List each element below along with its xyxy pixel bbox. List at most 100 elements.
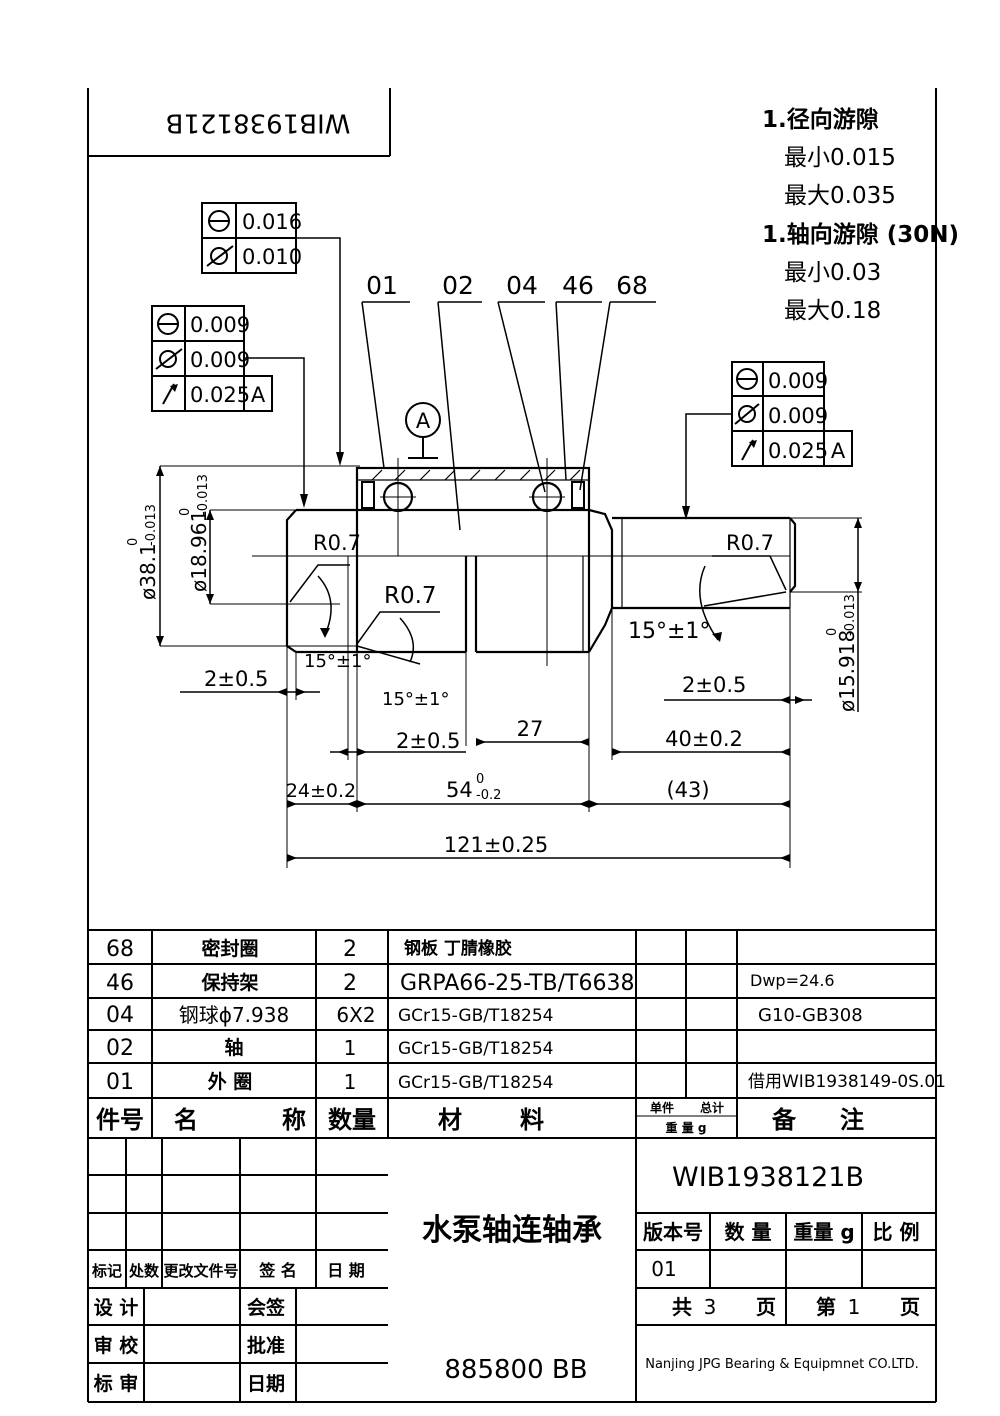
part-code: 885800 BB — [444, 1355, 587, 1385]
note-radial-min: 最小0.015 — [784, 145, 896, 171]
signature-labels: 设 计 会签 审 校 批准 标 审 日期 — [94, 1296, 286, 1395]
cylindricity-icon — [206, 245, 234, 267]
parts-row-02: 02 轴 1 GCr15-GB/T18254 — [106, 1036, 553, 1061]
part-no: 02 — [106, 1036, 134, 1061]
drawing-number: WIB1938121B — [672, 1162, 864, 1193]
parts-table-header: 件号 名 称 数量 材 料 单件 重 量 g 总计 备 注 — [96, 1100, 864, 1135]
sign-standard: 标 审 — [94, 1372, 139, 1395]
runout-icon — [162, 383, 178, 405]
part-name: 密封圈 — [201, 937, 258, 960]
tolerance-frame-left: 0.009 0.009 0.025 A — [151, 305, 308, 508]
part-qty: 2 — [343, 971, 357, 996]
runout-icon — [741, 439, 757, 461]
header-material-b: 料 — [520, 1106, 544, 1134]
balloon-68: 68 — [616, 271, 648, 300]
dim-dia-shaft-right-tol-lower: -0.013 — [843, 594, 858, 636]
dim-54: 54 — [446, 778, 473, 802]
tol-top-row2: 0.010 — [242, 245, 302, 269]
dim-dia-outer-tol-upper: 0 — [126, 538, 141, 546]
total-pages: 3 — [704, 1295, 717, 1319]
balloon-04: 04 — [506, 271, 538, 300]
tol-right-row3: 0.025 — [768, 439, 828, 463]
part-qty: 6X2 — [336, 1003, 375, 1027]
version-label: 版本号 — [643, 1220, 703, 1244]
axial-dimensions: 2±0.5 2±0.5 27 2±0.5 40±0.2 24±0.2 54 0 … — [180, 608, 812, 868]
nth-label: 第 — [816, 1295, 836, 1319]
tol-right-row2: 0.009 — [768, 404, 828, 428]
balloon-46: 46 — [562, 271, 594, 300]
dim-27: 27 — [517, 717, 544, 741]
page-no: 1 — [848, 1295, 861, 1319]
parts-table: 68 密封圈 2 钢板 丁腈橡胶 46 保持架 2 GRPA66-25-TB/T… — [88, 929, 946, 1139]
page-label: 页 — [756, 1295, 776, 1319]
part-material: GCr15-GB/T18254 — [398, 1006, 553, 1026]
note-radial-max: 最大0.035 — [784, 183, 896, 209]
dim-dia-outer-tol-lower: -0.013 — [144, 504, 159, 546]
part-material: GCr15-GB/T18254 — [398, 1039, 553, 1059]
part-qty: 1 — [344, 1036, 357, 1060]
diameter-dimensions: ø38.1 0 -0.013 ø18.961 0 -0.013 ø15.918 … — [126, 466, 862, 712]
drawing-number-rotated: WIB1938121B — [166, 108, 351, 138]
roundness-icon — [157, 313, 179, 335]
note-axial-title: 1.轴向游隙 (30N) — [762, 221, 959, 248]
roundness-icon — [736, 368, 758, 390]
dim-121: 121±0.25 — [444, 833, 548, 857]
sign-date: 日期 — [247, 1373, 285, 1395]
center-lines — [160, 465, 862, 647]
header-part-no: 件号 — [96, 1106, 144, 1134]
drawing-number-box: WIB1938121B — [88, 88, 391, 157]
dim-dia-shaft-left-tol-lower: -0.013 — [196, 474, 211, 516]
dim-dia-shaft-right: ø15.918 — [835, 630, 859, 712]
tolerance-frame-right: 0.009 0.009 0.025 A — [682, 361, 853, 520]
dim-40: 40±0.2 — [665, 727, 743, 751]
rev-label-count: 处数 — [128, 1262, 160, 1280]
sign-review: 审 校 — [94, 1334, 140, 1357]
part-no: 04 — [106, 1003, 134, 1028]
sign-design: 设 计 — [94, 1297, 139, 1319]
dim-43: (43) — [666, 778, 709, 802]
part-balloons: 01 02 04 46 68 — [361, 271, 656, 531]
dim-angle-right: 15°±1° — [628, 619, 710, 644]
part-name: 钢球ϕ7.938 — [179, 1003, 289, 1027]
page-label-2: 页 — [900, 1295, 920, 1319]
balloon-01: 01 — [366, 271, 398, 300]
dim-chamfer-right: 2±0.5 — [682, 673, 746, 697]
cylindricity-icon — [155, 348, 183, 370]
version-value: 01 — [651, 1257, 676, 1281]
header-name-b: 称 — [282, 1106, 306, 1134]
datum-a-symbol: A — [405, 402, 441, 459]
rev-label-doc: 更改文件号 — [163, 1262, 238, 1280]
part-qty: 2 — [343, 937, 357, 962]
note-axial-min: 最小0.03 — [784, 260, 881, 286]
part-remark: Dwp=24.6 — [750, 971, 835, 990]
dim-dia-outer: ø38.1 — [136, 543, 160, 600]
dim-angle-left: 15°±1° — [304, 651, 371, 672]
header-name-a: 名 — [174, 1106, 198, 1134]
header-unit-weight-b: 重 量 g — [666, 1120, 707, 1135]
part-remark: 借用WIB1938149-0S.01 — [748, 1072, 946, 1092]
tol-left-row1: 0.009 — [190, 313, 250, 337]
parts-row-04: 04 钢球ϕ7.938 6X2 GCr15-GB/T18254 G10-GB30… — [106, 1003, 863, 1028]
qty-label: 数 量 — [725, 1220, 772, 1244]
note-radial-title: 1.径向游隙 — [762, 106, 879, 133]
dim-dia-shaft-right-tol-upper: 0 — [825, 628, 840, 636]
tol-left-datum: A — [251, 383, 266, 407]
dim-r-mid: R0.7 — [384, 583, 437, 609]
dim-54-tol-lower: -0.2 — [476, 788, 501, 803]
dim-chamfer-left: 2±0.5 — [204, 667, 268, 691]
part-no: 68 — [106, 937, 134, 962]
dim-r-left: R0.7 — [313, 531, 361, 555]
scale-label: 比 例 — [873, 1220, 920, 1244]
rev-label-mark: 标记 — [91, 1262, 122, 1280]
bearing-section — [355, 458, 591, 666]
page-frame — [87, 88, 937, 1402]
part-title: 水泵轴连轴承 — [422, 1213, 602, 1248]
part-material: 钢板 丁腈橡胶 — [404, 938, 512, 959]
datum-a-label: A — [416, 409, 431, 433]
part-no: 01 — [106, 1070, 134, 1095]
part-name: 轴 — [224, 1036, 243, 1059]
part-name: 外 圈 — [208, 1070, 253, 1093]
title-block: 标记 处数 更改文件号 签 名 日 期 设 计 会签 审 校 批准 标 审 日期… — [88, 1138, 936, 1403]
outer-ring-hatch — [357, 469, 589, 481]
